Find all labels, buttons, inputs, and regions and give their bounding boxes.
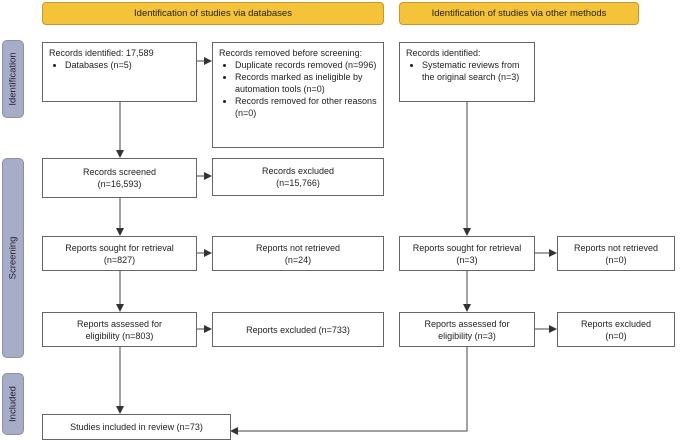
other-records-identified: Records identified: Systematic reviews f… xyxy=(399,42,535,102)
db-not-retrieved-line1: Reports not retrieved xyxy=(255,242,341,253)
db-records-excluded: Records excluded (n=15,766) xyxy=(212,158,384,196)
other-reports-sought: Reports sought for retrieval (n=3) xyxy=(399,236,535,271)
db-sought-line2: (n=827) xyxy=(103,254,136,265)
db-assessed-line1: Reports assessed for xyxy=(76,318,163,329)
studies-included: Studies included in review (n=73) xyxy=(42,414,231,440)
db-records-identified: Records identified: 17,589 Databases (n=… xyxy=(42,42,197,102)
db-reports-assessed: Reports assessed for eligibility (n=803) xyxy=(42,312,197,347)
other-reports-excluded: Reports excluded (n=0) xyxy=(557,312,675,347)
db-excluded-line1: Records excluded xyxy=(261,166,335,176)
db-removed-title: Records removed before screening: xyxy=(219,48,363,58)
other-sought-line1: Reports sought for retrieval xyxy=(412,242,522,253)
db-removed-item: Records removed for other reasons (n=0) xyxy=(235,95,379,119)
db-reports-excluded-text: Reports excluded (n=733) xyxy=(246,324,350,335)
db-reports-excluded: Reports excluded (n=733) xyxy=(212,312,384,347)
db-reports-sought: Reports sought for retrieval (n=827) xyxy=(42,236,197,271)
other-identified-item: Systematic reviews from the original sea… xyxy=(422,59,528,83)
db-identified-item: Databases (n=5) xyxy=(65,59,190,71)
other-reports-assessed: Reports assessed for eligibility (n=3) xyxy=(399,312,535,347)
db-reports-not-retrieved: Reports not retrieved (n=24) xyxy=(212,236,384,271)
db-identified-title: Records identified: 17,589 xyxy=(49,48,154,58)
other-assessed-line1: Reports assessed for xyxy=(424,318,510,329)
header-databases: Identification of studies via databases xyxy=(42,2,384,25)
other-sought-line2: (n=3) xyxy=(456,254,478,265)
phase-identification: Identification xyxy=(2,40,24,118)
other-assessed-line2: eligibility (n=3) xyxy=(438,330,496,341)
db-records-screened: Records screened (n=16,593) xyxy=(42,158,197,198)
db-not-retrieved-line2: (n=24) xyxy=(284,254,312,265)
other-identified-title: Records identified: xyxy=(406,48,481,58)
other-excluded-line1: Reports excluded xyxy=(580,318,652,329)
db-removed-item: Records marked as ineligible by automati… xyxy=(235,71,379,95)
phase-screening: Screening xyxy=(2,158,24,358)
phase-included: Included xyxy=(2,373,24,435)
db-assessed-line2: eligibility (n=803) xyxy=(85,330,154,341)
db-records-removed: Records removed before screening: Duplic… xyxy=(212,42,384,148)
studies-included-text: Studies included in review (n=73) xyxy=(70,422,203,432)
other-not-retrieved-line1: Reports not retrieved xyxy=(573,242,659,253)
other-excluded-line2: (n=0) xyxy=(605,330,627,341)
arrow-other-assessed-to-included xyxy=(230,347,468,435)
other-reports-not-retrieved: Reports not retrieved (n=0) xyxy=(557,236,675,271)
db-excluded-line2: (n=15,766) xyxy=(276,178,320,188)
other-not-retrieved-line2: (n=0) xyxy=(605,254,627,265)
db-screened-line2: (n=16,593) xyxy=(97,179,142,189)
db-sought-line1: Reports sought for retrieval xyxy=(65,242,174,253)
db-removed-item: Duplicate records removed (n=996) xyxy=(235,59,379,71)
header-other-methods: Identification of studies via other meth… xyxy=(399,2,639,25)
db-screened-line1: Records screened xyxy=(82,167,157,177)
